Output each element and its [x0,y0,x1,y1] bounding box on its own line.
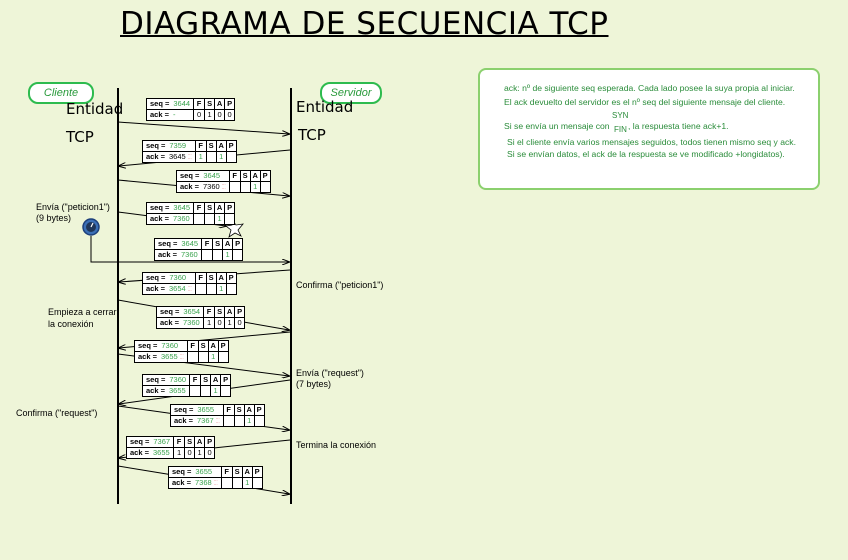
client-tcp-label: TCP [66,128,94,146]
server-pill: Servidor [320,82,382,104]
note-confirma2: Confirma ("request") [16,408,98,418]
server-lifeline [290,88,292,504]
client-pill: Cliente [28,82,94,104]
info-syn: SYN [612,111,629,120]
info-line-2: El ack devuelto del servidor es el nº se… [504,97,786,107]
info-line-3b: , la respuesta tiene ack+1. [628,121,729,131]
info-line-3a: Si se envía un mensaje con [504,121,610,131]
stopwatch-hand [90,222,94,228]
client-lifeline [117,88,119,504]
note-cerrar2: la conexión [48,319,94,329]
msg-syn-arrow [117,121,289,134]
note-termina: Termina la conexión [296,440,377,450]
note-cerrar1: Empieza a cerrar [48,307,117,317]
server-entity-label: Entidad [296,98,354,116]
info-line-1: ack: nº de siguiente seq esperada. Cada … [504,83,795,93]
annotation-scribble: ······ [179,352,184,362]
info-line-5: Si se envían datos, el ack de la respues… [507,149,785,159]
note-envia2: Envía ("request") [296,368,364,378]
diagram-title: DIAGRAMA DE SECUENCIA TCP [120,6,609,42]
note-envia1: Envía ("peticion1") [36,202,110,212]
annotation-scribble: ······ [187,152,192,162]
server-tcp-label: TCP [298,126,326,144]
info-line-4: Si el cliente envía varios mensajes segu… [507,137,796,147]
annotation-scribble: ······ [221,182,226,192]
client-entity-label: Entidad [66,100,124,118]
packet-loss-star [225,218,244,238]
info-box: ack: nº de siguiente seq esperada. Cada … [478,68,820,190]
note-envia2-bytes: (7 bytes) [296,379,332,389]
info-fin: FIN [614,125,627,134]
msg-retransmit-arrow [90,236,289,262]
annotation-scribble: ······ [215,416,220,426]
annotation-scribble: ······ [213,478,218,488]
note-confirma1: Confirma ("peticion1") [296,280,384,290]
note-envia1-bytes: (9 bytes) [36,213,72,223]
annotation-scribble: ······ [187,284,192,294]
